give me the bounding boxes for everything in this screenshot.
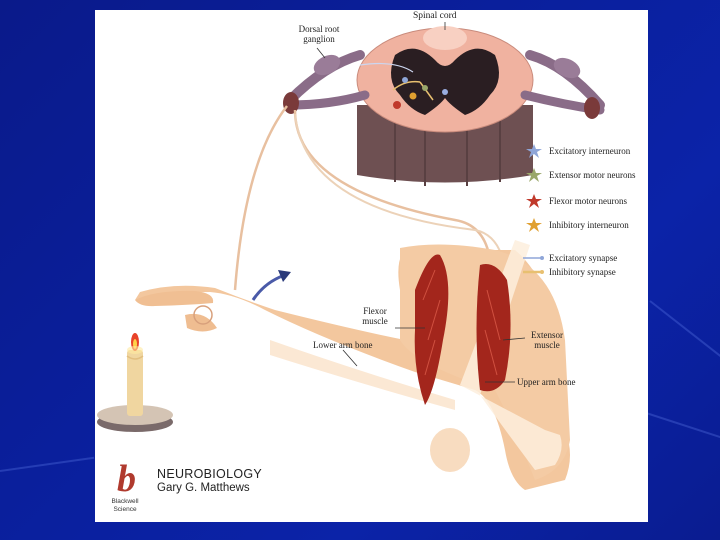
excitatory-synapse-line-icon xyxy=(523,256,544,260)
sensory-nerve-fiber xyxy=(233,105,288,291)
label-upper-arm-bone: Upper arm bone xyxy=(517,377,576,387)
spinal-cord xyxy=(356,26,534,186)
flexor-motor-neuron-star-icon xyxy=(526,194,542,208)
leader-line xyxy=(342,349,358,367)
legend-item-excitatory-synapse: Excitatory synapse xyxy=(523,250,648,266)
label-spinal-cord: Spinal cord xyxy=(413,11,457,21)
reflex-arc-illustration xyxy=(97,22,605,490)
legend-item-extensor-motor-neurons: Extensor motor neurons xyxy=(523,167,648,183)
book-title: NEUROBIOLOGY xyxy=(157,467,263,481)
legend-label: Extensor motor neurons xyxy=(549,170,636,180)
book-author: Gary G. Matthews xyxy=(157,482,250,494)
extensor-motor-neuron-star-icon xyxy=(526,168,542,182)
label-line: ganglion xyxy=(303,34,335,44)
label-line: muscle xyxy=(534,340,560,350)
label-dorsal-root-ganglion: Dorsal root ganglion xyxy=(295,24,343,44)
publisher-line: Blackwell xyxy=(111,498,139,505)
cord-neurons xyxy=(359,62,434,109)
background-streak xyxy=(0,456,95,472)
label-flexor-muscle: Flexor muscle xyxy=(355,306,395,326)
figure-panel: Spinal cord Dorsal root ganglion Flexor … xyxy=(95,10,648,522)
withdrawal-arrow xyxy=(251,273,286,301)
excitatory-interneuron-star-icon xyxy=(526,144,542,158)
candle xyxy=(97,333,173,432)
legend-label: Excitatory synapse xyxy=(549,253,618,263)
leader-line xyxy=(502,337,526,341)
inhibitory-synapse-line-icon xyxy=(523,270,544,274)
label-extensor-muscle: Extensor muscle xyxy=(525,330,569,350)
inhibitory-interneuron-star-icon xyxy=(526,218,542,232)
legend-item-flexor-motor-neurons: Flexor motor neurons xyxy=(523,193,648,209)
label-line: muscle xyxy=(362,316,388,326)
label-line: Dorsal root xyxy=(298,24,340,34)
publisher-line: Science xyxy=(113,506,137,513)
legend-label: Flexor motor neurons xyxy=(549,196,627,206)
arm xyxy=(135,240,570,490)
arrow-head xyxy=(278,270,291,282)
legend-label: Inhibitory synapse xyxy=(549,267,616,277)
legend-label: Inhibitory interneuron xyxy=(549,220,629,230)
legend-item-inhibitory-interneuron: Inhibitory interneuron xyxy=(523,217,648,233)
background-streak xyxy=(639,410,720,443)
publisher-name: Blackwell Science xyxy=(105,498,145,514)
publisher-logo: b xyxy=(117,458,136,500)
legend-item-inhibitory-synapse: Inhibitory synapse xyxy=(523,264,648,280)
label-line: Flexor xyxy=(363,306,387,316)
legend-label: Excitatory interneuron xyxy=(549,146,631,156)
nerve-roots xyxy=(283,50,605,119)
background-streak xyxy=(649,300,720,358)
label-line: Extensor xyxy=(531,330,563,340)
motor-nerve-fiber xyxy=(294,113,506,271)
label-lower-arm-bone: Lower arm bone xyxy=(313,340,373,350)
leader-line xyxy=(316,47,326,59)
legend-item-excitatory-interneuron: Excitatory interneuron xyxy=(523,143,648,159)
